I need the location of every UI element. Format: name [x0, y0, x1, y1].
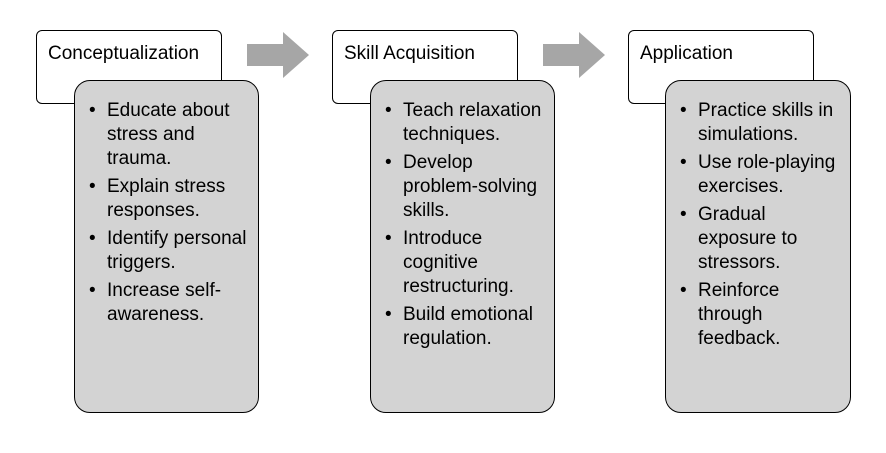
- step-1-bullet-4: Increase self-awareness.: [89, 279, 252, 327]
- step-3-title: Application: [640, 43, 733, 64]
- right-arrow-icon: [247, 32, 309, 78]
- step-2-bullet-list: Teach relaxation techniques. Develop pro…: [385, 99, 548, 355]
- step-3-bullet-4: Reinforce through feedback.: [680, 279, 844, 351]
- step-3-bullet-list: Practice skills in simulations. Use role…: [680, 99, 844, 355]
- step-3-bullet-3: Gradual exposure to stressors.: [680, 203, 844, 275]
- step-3-bullet-1: Practice skills in simulations.: [680, 99, 844, 147]
- step-3-body-box: Practice skills in simulations. Use role…: [665, 80, 851, 413]
- step-1-bullet-1: Educate about stress and trauma.: [89, 99, 252, 171]
- step-2-bullet-3: Introduce cognitive restructuring.: [385, 227, 548, 299]
- step-2-bullet-1: Teach relaxation techniques.: [385, 99, 548, 147]
- step-1-body-box: Educate about stress and trauma. Explain…: [74, 80, 259, 413]
- step-2-body-box: Teach relaxation techniques. Develop pro…: [370, 80, 555, 413]
- step-1-bullet-list: Educate about stress and trauma. Explain…: [89, 99, 252, 331]
- right-arrow-icon: [543, 32, 605, 78]
- step-1-bullet-3: Identify personal triggers.: [89, 227, 252, 275]
- step-3-bullet-2: Use role-playing exercises.: [680, 151, 844, 199]
- step-2-bullet-4: Build emotional regulation.: [385, 303, 548, 351]
- step-2-bullet-2: Develop problem-solving skills.: [385, 151, 548, 223]
- step-1-bullet-2: Explain stress responses.: [89, 175, 252, 223]
- step-2-title: Skill Acquisition: [344, 43, 475, 64]
- step-1-title: Conceptualization: [48, 43, 200, 64]
